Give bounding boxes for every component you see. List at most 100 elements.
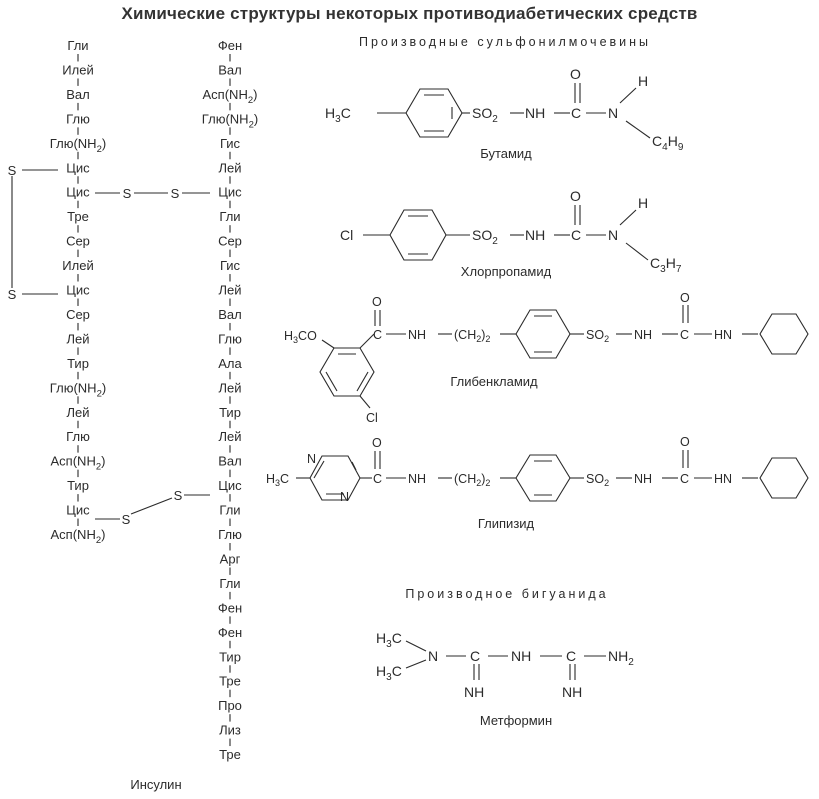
- chlorine-atom: Cl: [366, 411, 378, 425]
- amino-acid-residue: Вал: [66, 87, 90, 102]
- carbonyl-oxygen: O: [570, 188, 581, 204]
- imine-nh: NH: [562, 684, 582, 700]
- propyl-group: C3H7: [650, 255, 682, 275]
- chlorine-atom: Cl: [340, 227, 353, 243]
- methyl-group: H3C: [376, 630, 402, 650]
- amino-acid-residue: Тир: [219, 649, 241, 664]
- amino-acid-residue: Глю: [218, 527, 242, 542]
- amino-acid-residue: Про: [218, 698, 242, 713]
- amine-nh: NH: [511, 648, 531, 664]
- carbonyl-oxygen: O: [570, 66, 581, 82]
- sulfonyl-group: SO2: [586, 328, 609, 344]
- butyl-group: C4H9: [652, 133, 684, 153]
- sulfonyl-group: SO2: [586, 472, 609, 488]
- amino-acid-residue: Цис: [66, 185, 90, 200]
- carbonyl-carbon: C: [680, 328, 689, 342]
- amine-nh: NH: [634, 328, 652, 342]
- amino-acid-residue: Лей: [66, 331, 89, 346]
- sulfur-atom: S: [123, 186, 132, 201]
- amino-acid-residue: Лей: [218, 283, 241, 298]
- amino-acid-residue: Арг: [220, 551, 241, 566]
- carbonyl-oxygen: O: [372, 295, 382, 309]
- insulin-chain-a: ГлиИлейВалГлюГлю(NH2)ЦисЦисТреСерИлейЦис…: [50, 38, 106, 546]
- amine-nh: NH: [525, 105, 545, 121]
- amino-acid-residue: Тир: [219, 405, 241, 420]
- amino-acid-residue: Тре: [67, 209, 89, 224]
- section-biguanide: Производное бигуанида: [405, 587, 608, 601]
- amino-acid-residue: Глю: [218, 331, 242, 346]
- amino-acid-residue: Асп(NH2): [51, 454, 106, 473]
- amino-acid-residue: Лиз: [219, 723, 241, 738]
- drug-name-glipizid: Глипизид: [478, 516, 535, 531]
- insulin-chain-b: ФенВалАсп(NH2)Глю(NH2)ГисЛейЦисГлиСерГис…: [202, 38, 258, 762]
- drug-name-chlorpropamid: Хлорпропамид: [461, 264, 552, 279]
- guanidine-carbon: C: [470, 648, 480, 664]
- amino-acid-residue: Лей: [66, 405, 89, 420]
- amino-acid-residue: Илей: [62, 258, 93, 273]
- page-title: Химические структуры некоторых противоди…: [121, 4, 698, 23]
- amino-acid-residue: Лей: [218, 429, 241, 444]
- amino-acid-residue: Сер: [218, 234, 242, 249]
- ethylene-linker: (CH2)2: [454, 328, 490, 344]
- carbonyl-oxygen: O: [372, 436, 382, 450]
- amino-acid-residue: Вал: [218, 307, 242, 322]
- sulfur-atom: S: [171, 186, 180, 201]
- sulfonyl-group: SO2: [472, 227, 498, 247]
- drug-name-glibenclamid: Глибенкламид: [450, 374, 538, 389]
- drug-name-metformin: Метформин: [480, 713, 552, 728]
- amino-acid-residue: Глю(NH2): [202, 111, 258, 130]
- amino-acid-residue: Глю: [66, 429, 90, 444]
- amine-hn: HN: [714, 328, 732, 342]
- amine-nh: NH: [408, 328, 426, 342]
- amino-acid-residue: Цис: [66, 503, 90, 518]
- amino-acid-residue: Лей: [218, 380, 241, 395]
- nitrogen-atom: N: [608, 105, 618, 121]
- carbonyl-carbon: C: [680, 472, 689, 486]
- amino-acid-residue: Глю: [66, 111, 90, 126]
- drug-name-butamid: Бутамид: [480, 146, 532, 161]
- glipizid-structure: H3C N N C O NH (CH2)2 SO2 NH C O HN Глип…: [266, 435, 809, 531]
- amine-hn: HN: [714, 472, 732, 486]
- hydrogen-atom: H: [638, 73, 648, 89]
- carbonyl-carbon: C: [373, 472, 382, 486]
- sulfur-atom: S: [174, 488, 183, 503]
- carbonyl-oxygen: O: [680, 291, 690, 305]
- amine-nh: NH: [525, 227, 545, 243]
- amino-acid-residue: Гли: [219, 209, 240, 224]
- amino-acid-residue: Цис: [66, 160, 90, 175]
- amino-acid-residue: Вал: [218, 454, 242, 469]
- amino-acid-residue: Гис: [220, 136, 241, 151]
- section-sulfonylurea: Производные сульфонилмочевины: [359, 35, 651, 49]
- amino-acid-residue: Гли: [219, 503, 240, 518]
- sulfur-atom: S: [8, 287, 17, 302]
- butamid-structure: H3C SO2 NH C O N H C4H9 Бутамид: [325, 66, 684, 161]
- amine-nh: NH: [408, 472, 426, 486]
- amino-acid-residue: Лей: [218, 160, 241, 175]
- amino-acid-residue: Тир: [67, 356, 89, 371]
- amino-acid-residue: Глю(NH2): [50, 136, 106, 155]
- amino-acid-residue: Ала: [218, 356, 242, 371]
- carbonyl-oxygen: O: [680, 435, 690, 449]
- amino-acid-residue: Фен: [218, 600, 242, 615]
- methyl-group: H3C: [266, 472, 289, 488]
- sulfonyl-group: SO2: [472, 105, 498, 125]
- nitrogen-atom: N: [428, 648, 438, 664]
- carbonyl-carbon: C: [373, 328, 382, 342]
- hydrogen-atom: H: [638, 195, 648, 211]
- amino-acid-residue: Тре: [219, 674, 241, 689]
- insulin-label: Инсулин: [130, 777, 181, 792]
- amino-acid-residue: Илей: [62, 62, 93, 77]
- amino-acid-residue: Глю(NH2): [50, 380, 106, 399]
- metformin-structure: H3C H3C N C NH C NH2 NH NH Метформин: [376, 630, 634, 728]
- amino-acid-residue: Тре: [219, 747, 241, 762]
- disulfide-bridges: [11, 169, 210, 520]
- amino-acid-residue: Гли: [67, 38, 88, 53]
- amino-acid-residue: Сер: [66, 234, 90, 249]
- sulfur-atom: S: [8, 163, 17, 178]
- sulfur-atom: S: [122, 512, 131, 527]
- ethylene-linker: (CH2)2: [454, 472, 490, 488]
- amino-acid-residue: Тир: [67, 478, 89, 493]
- guanidine-carbon: C: [566, 648, 576, 664]
- methoxy-group: H3CO: [284, 329, 317, 345]
